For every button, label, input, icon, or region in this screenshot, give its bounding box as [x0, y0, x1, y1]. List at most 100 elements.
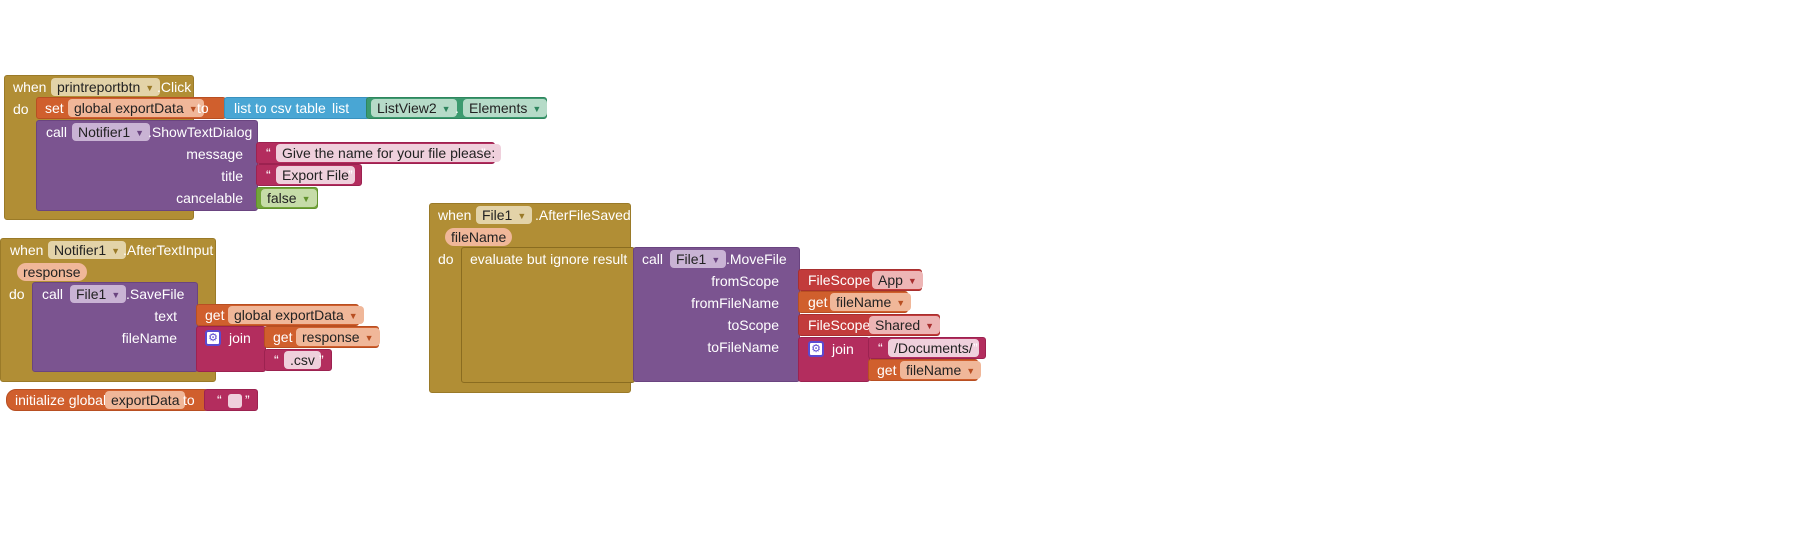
variable-dropdown-response[interactable]: response▼ [296, 328, 380, 346]
event-name-label: .Click [157, 79, 192, 95]
text-block-documents[interactable]: “ /Documents/ ” [868, 337, 986, 359]
toscope-socket-label: toScope [727, 317, 779, 333]
chevron-down-icon: ▼ [907, 276, 917, 287]
list-to-csv-table-block[interactable]: list to csv table list [224, 97, 370, 119]
text-block-empty[interactable]: “ ” [204, 389, 258, 411]
join-block-tofilename[interactable]: ⚙ join [798, 337, 870, 382]
chevron-down-icon: ▼ [188, 104, 198, 115]
chevron-down-icon: ▼ [111, 290, 121, 301]
event-name-label: .AfterFileSaved [535, 207, 631, 223]
variable-name-field-exportdata[interactable]: exportData [105, 391, 186, 409]
call-file1-savefile-block[interactable]: call File1▼ .SaveFile text fileName [32, 282, 198, 372]
dropdown-value: fileName [906, 362, 962, 378]
close-quote: ” [348, 167, 353, 183]
chevron-down-icon: ▼ [364, 333, 374, 344]
initialize-global-block[interactable]: initialize global exportData to [6, 389, 214, 411]
get-label: get [273, 329, 293, 345]
logic-false-block[interactable]: false▼ [256, 187, 318, 209]
evaluate-but-ignore-result-block[interactable]: evaluate but ignore result [461, 247, 635, 383]
when-label: when [13, 79, 47, 95]
component-dropdown-file1[interactable]: File1▼ [476, 206, 533, 224]
dot-label: . [455, 100, 459, 116]
text-block-message[interactable]: “ Give the name for your file please: ” [256, 142, 502, 164]
variable-dropdown-global-exportdata[interactable]: global exportData▼ [228, 306, 364, 324]
get-response-block[interactable]: get response▼ [264, 326, 380, 348]
initialize-global-label: initialize global [15, 392, 107, 408]
text-field-csv[interactable]: .csv [284, 351, 321, 369]
call-notifier-showtextdialog-block[interactable]: call Notifier1▼ .ShowTextDialog message … [36, 120, 258, 211]
component-dropdown-notifier1[interactable]: Notifier1 ▼ [48, 241, 127, 259]
variable-dropdown-global-exportdata[interactable]: global exportData ▼ [68, 99, 204, 117]
filescope-dropdown-app[interactable]: App ▼ [872, 271, 923, 289]
do-label: do [13, 101, 29, 117]
method-name-label: .SaveFile [126, 286, 185, 302]
chevron-down-icon: ▼ [896, 298, 906, 309]
gear-icon[interactable]: ⚙ [808, 341, 824, 357]
dropdown-value: false [267, 190, 297, 206]
text-field-title[interactable]: Export File [276, 166, 355, 184]
chevron-down-icon: ▼ [966, 366, 976, 377]
list-socket-label: list [332, 100, 350, 116]
variable-dropdown-filename[interactable]: fileName▼ [830, 293, 912, 311]
get-filename-block-2[interactable]: get fileName▼ [868, 359, 982, 381]
component-property-block[interactable]: ListView2▼ . Elements▼ [366, 97, 548, 119]
filescope-shared-block[interactable]: FileScope Shared▼ [798, 314, 941, 336]
open-quote: “ [274, 352, 279, 368]
filescope-dropdown-shared[interactable]: Shared▼ [869, 316, 941, 334]
join-block[interactable]: ⚙ join [196, 326, 266, 372]
empty-text-field[interactable] [228, 394, 242, 408]
get-label: get [808, 294, 828, 310]
chevron-down-icon: ▼ [517, 211, 527, 222]
chevron-down-icon: ▼ [111, 246, 121, 257]
dropdown-value: Notifier1 [54, 242, 107, 258]
filescope-label: FileScope [808, 317, 871, 333]
variable-dropdown-filename[interactable]: fileName ▼ [900, 361, 982, 379]
fromfilename-socket-label: fromFileName [691, 295, 779, 311]
method-name-label: .MoveFile [726, 251, 787, 267]
title-socket-label: title [221, 168, 243, 184]
do-label: do [9, 286, 25, 302]
component-dropdown-listview2[interactable]: ListView2▼ [371, 99, 457, 117]
message-socket-label: message [186, 146, 243, 162]
gear-icon[interactable]: ⚙ [205, 330, 221, 346]
join-label: join [832, 341, 854, 357]
dropdown-value: App [878, 272, 903, 288]
dropdown-value: global exportData [234, 307, 344, 323]
get-filename-block[interactable]: get fileName▼ [798, 291, 912, 313]
text-field-message[interactable]: Give the name for your file please: [276, 144, 502, 162]
event-parameter-response[interactable]: response [17, 263, 87, 281]
text-field-documents[interactable]: /Documents/ [888, 339, 979, 357]
to-label: to [197, 100, 209, 116]
dropdown-value: Notifier1 [78, 124, 131, 140]
list-to-csv-label: list to csv table [234, 100, 326, 116]
text-block-title[interactable]: “ Export File ” [256, 164, 362, 186]
filescope-app-block[interactable]: FileScope App▼ [798, 269, 923, 291]
open-quote: “ [217, 392, 222, 408]
event-parameter-filename[interactable]: fileName [445, 228, 513, 246]
component-dropdown-notifier1[interactable]: Notifier1▼ [72, 123, 151, 141]
call-file1-movefile-block[interactable]: call File1▼ .MoveFile fromScope fromFile… [633, 247, 800, 382]
dropdown-value: ListView2 [377, 100, 437, 116]
open-quote: “ [266, 167, 271, 183]
chevron-down-icon: ▼ [925, 321, 935, 332]
text-block-csv[interactable]: “ .csv ” [264, 349, 332, 371]
call-label: call [42, 286, 64, 302]
dropdown-value: File1 [76, 286, 107, 302]
join-label: join [229, 330, 251, 346]
component-dropdown-file1[interactable]: File1 ▼ [70, 285, 127, 303]
evaluate-label: evaluate but ignore result [470, 251, 628, 267]
chevron-down-icon: ▼ [145, 83, 155, 94]
component-dropdown-file1[interactable]: File1▼ [670, 250, 727, 268]
when-label: when [10, 242, 44, 258]
call-label: call [642, 251, 664, 267]
set-variable-block[interactable]: set global exportData ▼ to [36, 97, 226, 119]
close-quote: ” [319, 352, 324, 368]
logic-dropdown-false[interactable]: false▼ [261, 189, 317, 207]
to-label: to [183, 392, 195, 408]
property-dropdown-elements[interactable]: Elements▼ [463, 99, 548, 117]
when-label: when [438, 207, 472, 223]
component-dropdown-printreportbtn[interactable]: printreportbtn▼ [51, 78, 161, 96]
get-global-exportdata-block[interactable]: get global exportData▼ [196, 304, 364, 326]
dropdown-value: global exportData [74, 100, 184, 116]
set-label: set [45, 100, 64, 116]
